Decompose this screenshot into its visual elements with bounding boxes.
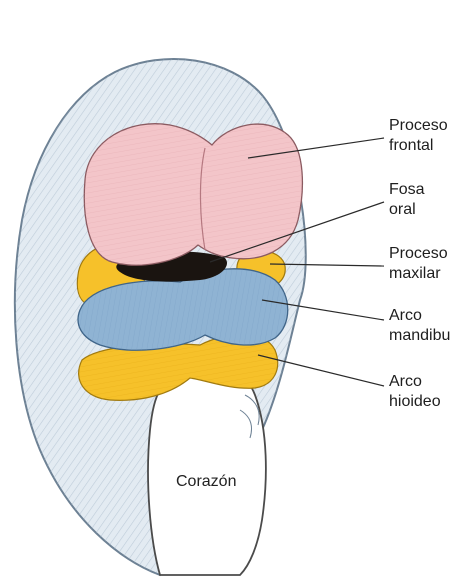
- label-proceso-frontal-line1: Proceso: [389, 116, 448, 136]
- label-fosa-oral: Fosa oral: [389, 180, 425, 220]
- label-arco-hioideo: Arco hioideo: [389, 372, 441, 412]
- label-corazon: Corazón: [176, 473, 236, 491]
- label-proceso-maxilar: Proceso maxilar: [389, 244, 448, 284]
- label-arco-hioideo-line2: hioideo: [389, 392, 441, 412]
- label-fosa-oral-line2: oral: [389, 200, 425, 220]
- label-proceso-frontal-line2: frontal: [389, 136, 448, 156]
- label-proceso-maxilar-line1: Proceso: [389, 244, 448, 264]
- label-arco-mandibular: Arco mandibu: [389, 306, 450, 346]
- label-arco-mandibular-line2: mandibu: [389, 326, 450, 346]
- label-arco-mandibular-line1: Arco: [389, 306, 450, 326]
- label-proceso-frontal: Proceso frontal: [389, 116, 448, 156]
- label-proceso-maxilar-line2: maxilar: [389, 264, 448, 284]
- label-arco-hioideo-line1: Arco: [389, 372, 441, 392]
- label-fosa-oral-line1: Fosa: [389, 180, 425, 200]
